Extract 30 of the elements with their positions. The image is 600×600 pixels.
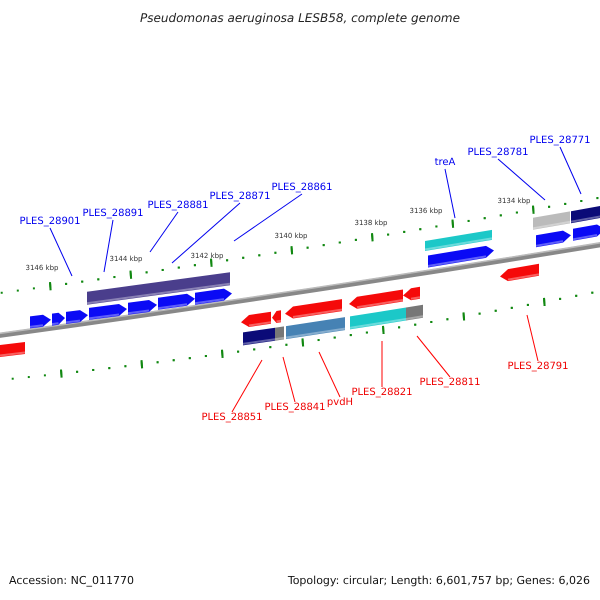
leader-line (50, 228, 72, 276)
leader-line (234, 194, 302, 242)
leader-line (444, 168, 456, 218)
gene-label: PLES_28821 (351, 387, 413, 399)
leader-line (150, 212, 178, 252)
accession-text: Accession: NC_011770 (9, 575, 134, 587)
leader-line (318, 352, 340, 398)
title: Pseudomonas aeruginosa LESB58, complete genome (139, 11, 461, 26)
gene-label: PLES_28861 (271, 182, 333, 194)
gene-label: PLES_28771 (529, 135, 591, 147)
genome-info-text: Topology: circular; Length: 6,601,757 bp; Genes: 6,026 (288, 575, 590, 587)
gene-label: PLES_28871 (209, 191, 271, 203)
leader-line (172, 202, 240, 264)
gene-label: pvdH (326, 397, 354, 409)
gene-label: PLES_28881 (147, 200, 209, 212)
gene-label: PLES_28811 (419, 377, 481, 389)
leader-line (526, 314, 538, 362)
gene-label: PLES_28891 (82, 208, 144, 220)
gene-label: treA (434, 157, 456, 169)
leader-line (416, 336, 450, 378)
gene-label: PLES_28841 (264, 402, 326, 414)
gene-label: PLES_28791 (507, 361, 569, 373)
leader-line (560, 146, 582, 194)
leader-line (282, 356, 296, 402)
gene-label: PLES_28851 (201, 412, 263, 424)
leader-line (232, 360, 262, 412)
leader-line (104, 220, 114, 272)
gene-label: PLES_28781 (467, 147, 529, 159)
gene-label: PLES_28901 (19, 216, 81, 228)
leader-line (498, 158, 546, 200)
